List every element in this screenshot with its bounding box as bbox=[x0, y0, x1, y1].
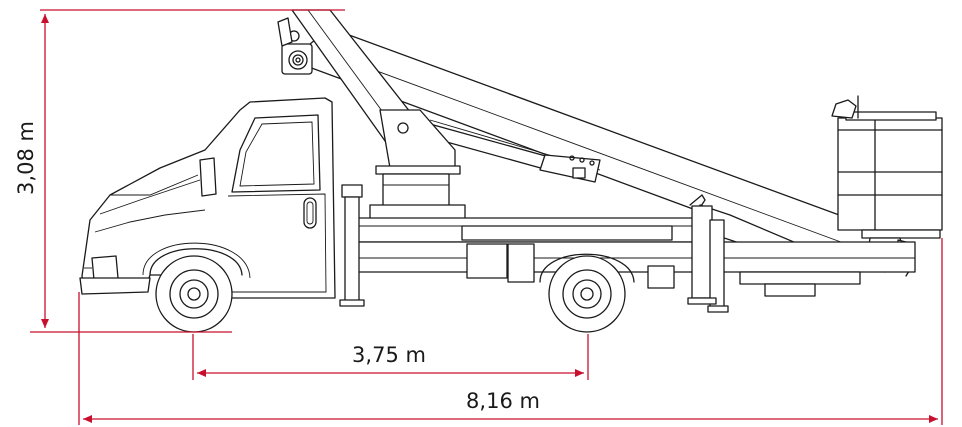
front-wheel bbox=[155, 255, 233, 333]
truck-cab bbox=[79, 97, 336, 299]
turret bbox=[369, 109, 466, 220]
length-label: 8,16 m bbox=[466, 389, 540, 413]
rear-wheel bbox=[548, 255, 626, 333]
stabilizers bbox=[339, 184, 729, 313]
rear-wheel-arch bbox=[539, 253, 635, 283]
wheelbase-label: 3,75 m bbox=[352, 343, 426, 367]
height-label: 3,08 m bbox=[14, 121, 38, 195]
boom-pivot bbox=[277, 17, 313, 75]
truck-drawing bbox=[79, 9, 943, 333]
dimension-lines bbox=[30, 9, 943, 425]
